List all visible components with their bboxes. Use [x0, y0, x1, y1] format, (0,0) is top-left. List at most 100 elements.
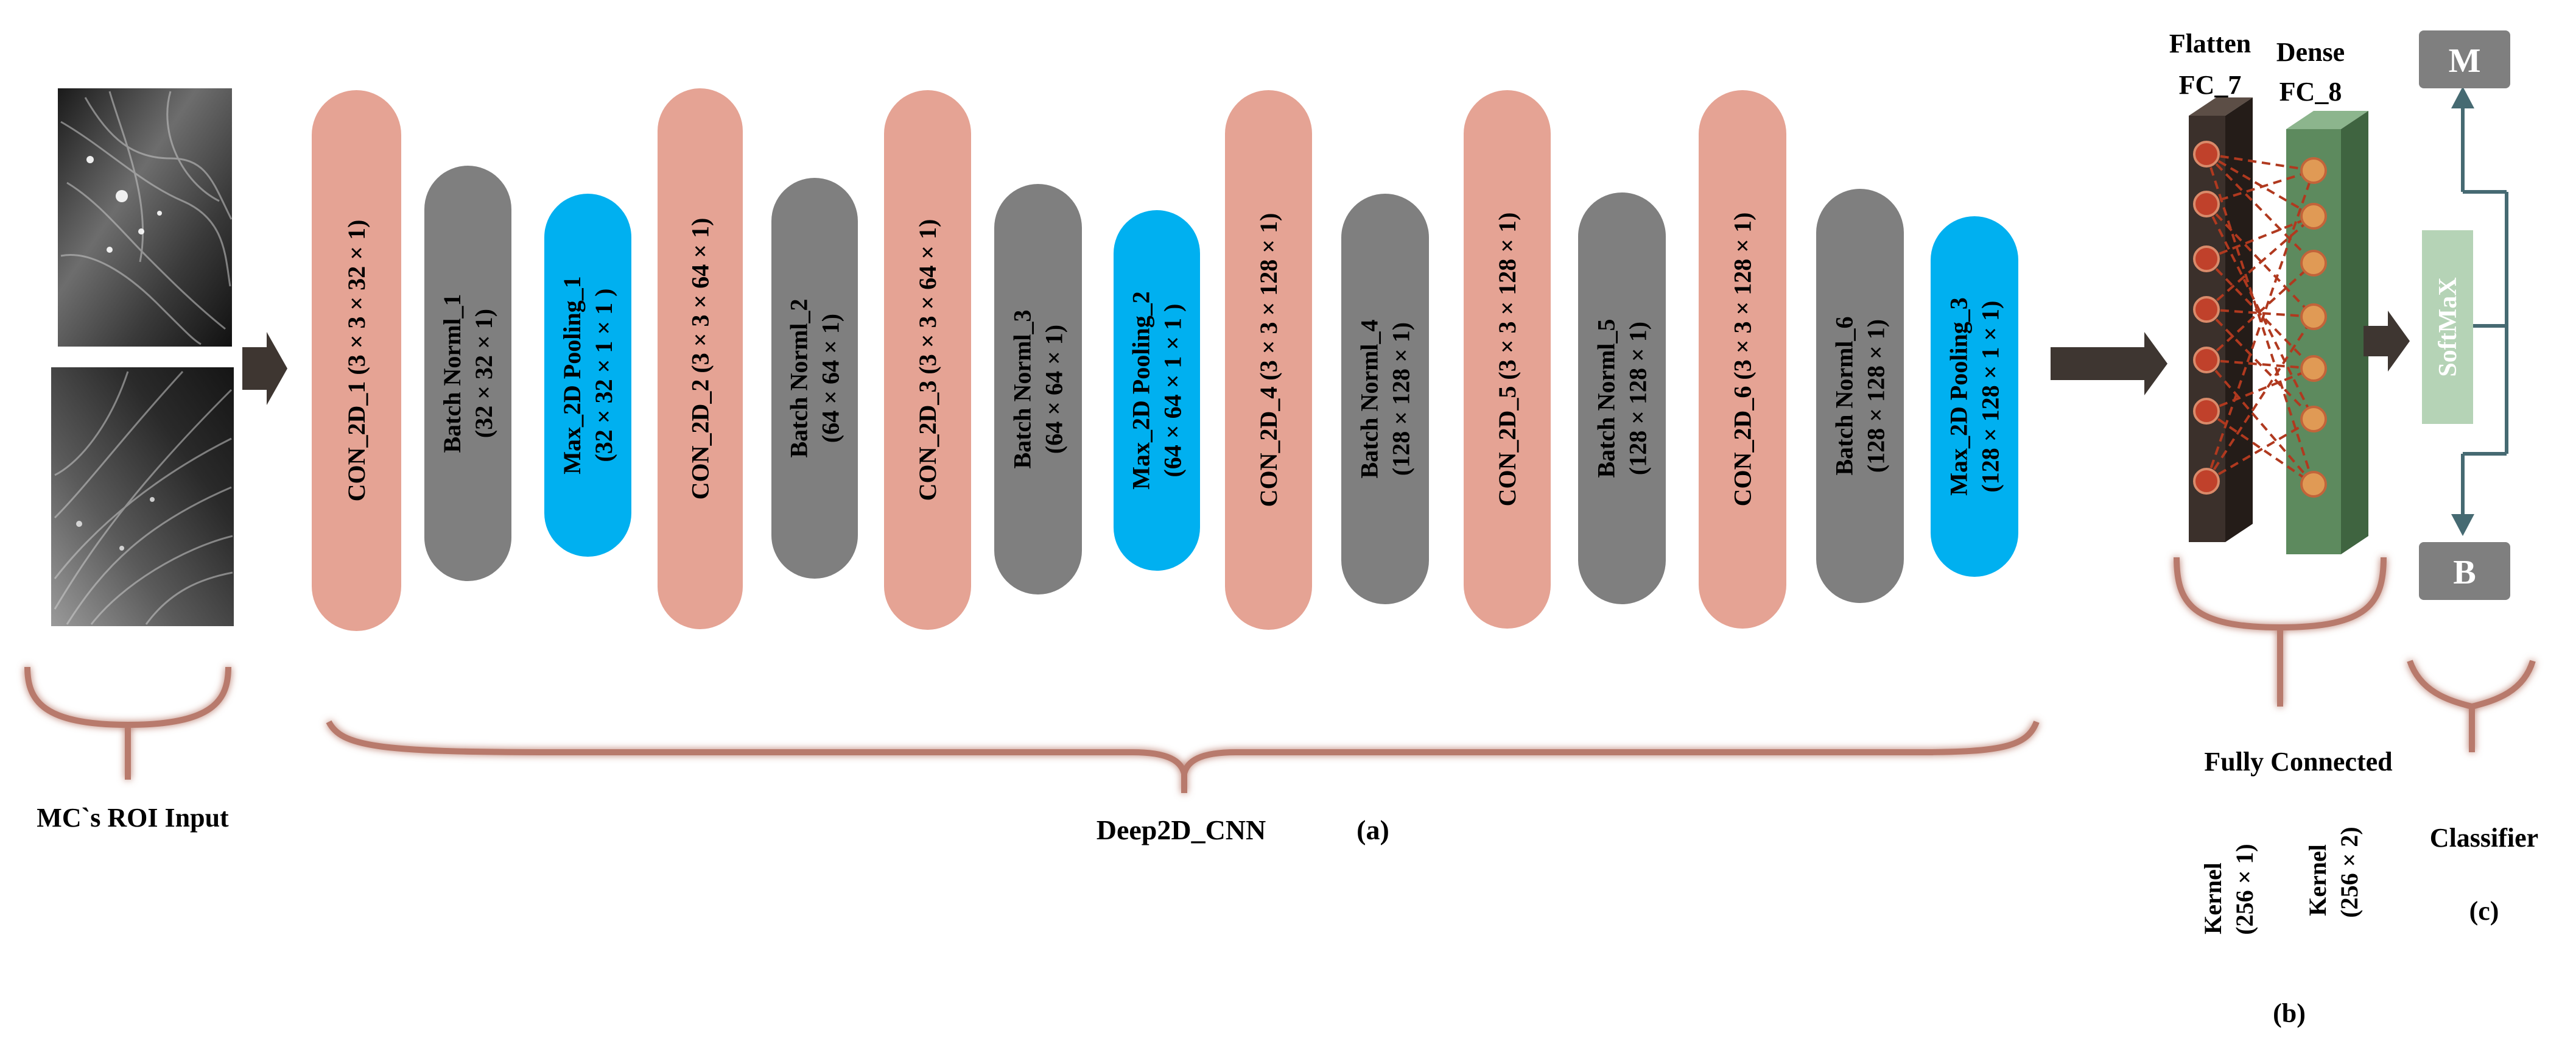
dense-title-2: FC_8: [2279, 77, 2342, 107]
layer-conv-pill: [884, 90, 971, 630]
fc-connection: [2206, 169, 2314, 205]
layer-conv-line1: CON_2D_4 (3 × 3 × 128 × 1): [1255, 213, 1282, 507]
classifier-lines: [2461, 97, 2508, 521]
cnn-layer-3-pool: Max_2D Pooling_1(32 × 32 × 1 × 1 ): [544, 194, 631, 557]
kernel-2-line-1: Kernel: [2304, 844, 2331, 916]
layer-bn-pill: [771, 178, 858, 579]
layer-bn-line2: (128 × 128 × 1): [1624, 322, 1652, 475]
cnn-to-fc-arrow: [2051, 332, 2167, 395]
flatten-node: [2193, 398, 2220, 425]
layer-conv-line1: CON_2D_6 (3 × 3 × 128 × 1): [1729, 213, 1757, 507]
layer-bn-line1: Batch Norml_3: [1009, 309, 1036, 468]
layer-bn-pill: [994, 184, 1082, 594]
arrow-to-m: [2451, 86, 2474, 108]
cnn-layer-15-pool: Max_2D Pooling_3(128 × 128 × 1 × 1): [1931, 216, 2018, 577]
fc-connection: [2205, 215, 2315, 311]
panel-label-a: (a): [1356, 814, 1389, 845]
output-m-label: M: [2449, 42, 2481, 80]
layer-conv-line1: CON_2D_3 (3 × 3 × 64 × 1): [914, 219, 941, 501]
cnn-layer-4-conv: CON_2D_2 (3 × 3 × 64 × 1): [658, 88, 743, 629]
cnn-layer-7-bn: Batch Norml_3(64 × 64 × 1): [994, 184, 1082, 594]
dense-node: [2300, 471, 2327, 498]
output-b-label: B: [2453, 554, 2476, 591]
layer-conv-pill: [1699, 90, 1786, 629]
cnn-layers: CON_2D_1 (3 × 3 × 32 × 1) Batch Norml_1(3…: [312, 88, 2018, 631]
classifier-brace: [2407, 660, 2536, 752]
cnn-layer-6-conv: CON_2D_3 (3 × 3 × 64 × 1): [884, 90, 971, 630]
fc-connection: [2206, 153, 2314, 172]
cnn-brace: [326, 720, 2040, 793]
cnn-layer-11-conv: CON_2D_5 (3 × 3 × 128 × 1): [1464, 90, 1551, 629]
flatten-node: [2193, 468, 2220, 495]
layer-bn-line2: (64 × 64 × 1): [1041, 325, 1068, 454]
dense-node: [2300, 250, 2327, 277]
cnn-label: Deep2D_CNN: [1097, 814, 1266, 845]
classifier-label: Classifier: [2430, 823, 2538, 853]
dense-node: [2300, 157, 2327, 184]
cnn-layer-8-pool: Max_2D Pooling_2(64 × 64 × 1 × 1 ): [1114, 210, 1200, 571]
output-m-box: [2419, 30, 2510, 88]
fc-connection: [2205, 410, 2315, 485]
layer-bn-line2: (128 × 128 × 1): [1862, 319, 1890, 473]
dense-title-1: Dense: [2276, 37, 2345, 67]
layer-conv-pill: [1464, 90, 1551, 629]
cnn-layer-2-bn: Batch Norml_1(32 × 32 × 1): [424, 166, 511, 581]
layer-bn-pill: [1578, 192, 1666, 604]
flatten-node: [2193, 191, 2220, 217]
layer-pool-line1: Max_2D Pooling_1: [558, 276, 586, 474]
dense-node: [2300, 203, 2327, 230]
flatten-node: [2193, 296, 2220, 323]
cnn-layer-10-bn: Batch Norml_4(128 × 128 × 1): [1341, 194, 1429, 604]
cnn-layer-13-conv: CON_2D_6 (3 × 3 × 128 × 1): [1699, 90, 1786, 629]
mammogram-roi-image-1: [58, 88, 233, 347]
fc-connections: [2205, 153, 2315, 485]
arrow-to-b: [2451, 514, 2474, 536]
kernel-2-line-2: (256 × 2): [2336, 827, 2363, 917]
layer-pool-line2: (32 × 32 × 1 × 1 ): [590, 288, 617, 462]
softmax-label: SoftMaX: [2434, 277, 2462, 376]
fc-label: Fully Connected: [2204, 747, 2392, 777]
kernel-1-line-2: (256 × 1): [2231, 844, 2258, 934]
layer-pool-pill: [1931, 216, 2018, 577]
layer-pool-line2: (64 × 64 × 1 × 1 ): [1159, 303, 1187, 477]
layer-conv-pill: [312, 90, 401, 631]
input-images: MC`s ROI Input: [24, 88, 234, 833]
dense-node: [2300, 303, 2327, 330]
layer-pool-line1: Max_2D Pooling_2: [1128, 291, 1155, 490]
layer-bn-pill: [424, 166, 511, 581]
dense-node: [2300, 355, 2327, 382]
input-brace: [24, 666, 231, 780]
flatten-title-2: FC_7: [2179, 70, 2242, 100]
layer-conv-line1: CON_2D_2 (3 × 3 × 64 × 1): [687, 218, 714, 500]
fc-connection: [2205, 153, 2315, 264]
fc-connection: [2205, 258, 2315, 370]
cnn-layer-1-conv: CON_2D_1 (3 × 3 × 32 × 1): [312, 90, 401, 631]
fc-connection: [2206, 367, 2314, 412]
fc-connection: [2205, 316, 2315, 482]
panel-label-b: (b): [2273, 998, 2306, 1028]
input-label: MC`s ROI Input: [37, 803, 229, 833]
fc-connection: [2205, 153, 2315, 485]
layer-bn-line1: Batch Norml_4: [1356, 319, 1383, 478]
layer-pool-line2: (128 × 128 × 1 × 1): [1977, 300, 2004, 492]
panel-label-c: (c): [2469, 896, 2499, 926]
fc-connection: [2205, 203, 2315, 318]
dense-node: [2300, 406, 2327, 432]
softmax-box: [2422, 230, 2473, 424]
layer-bn-line1: Batch Norml_5: [1593, 319, 1620, 478]
layer-conv-pill: [1225, 90, 1312, 630]
layer-pool-pill: [1114, 210, 1200, 571]
layer-conv-line1: CON_2D_1 (3 × 3 × 32 × 1): [343, 220, 370, 502]
cnn-layer-12-bn: Batch Norml_5(128 × 128 × 1): [1578, 192, 1666, 604]
layer-bn-line2: (64 × 64 × 1): [817, 314, 844, 443]
fc-nodes: [2193, 141, 2327, 498]
fc-connection: [2205, 153, 2315, 217]
output-b-box: [2419, 542, 2510, 600]
fully-connected-block: Flatten FC_7 Dense FC_8 Fully Connected …: [2169, 29, 2393, 1028]
flatten-title-1: Flatten: [2169, 29, 2251, 58]
kernel-1-line-1: Kernel: [2199, 862, 2227, 934]
fc-connection: [2206, 308, 2314, 318]
fc-connection: [2205, 308, 2315, 420]
layer-bn-line2: (32 × 32 × 1): [470, 309, 497, 438]
